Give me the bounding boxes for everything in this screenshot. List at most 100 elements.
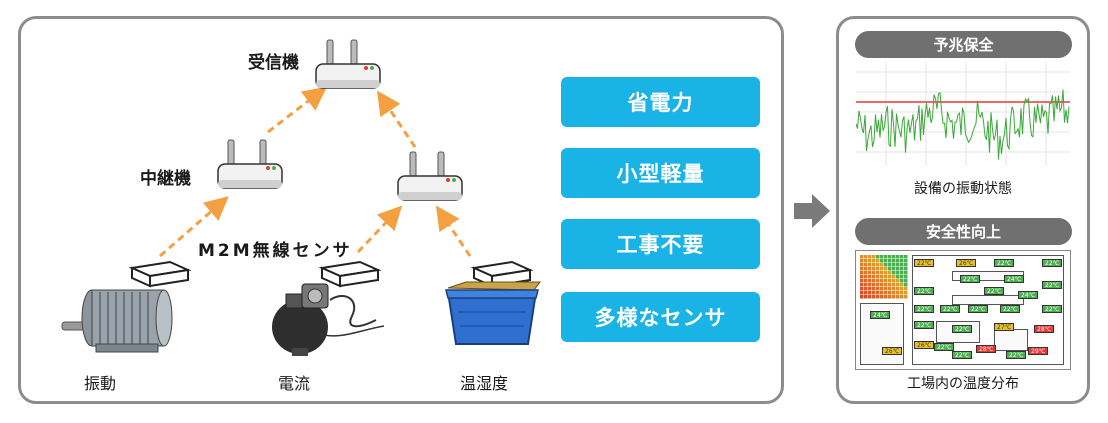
arrow-vibration-to-relay bbox=[159, 196, 229, 258]
heatmap-cell bbox=[880, 283, 884, 287]
heatmap-cell bbox=[892, 275, 896, 279]
temp-tag: 22℃ bbox=[960, 275, 981, 283]
heatmap-cell bbox=[892, 279, 896, 283]
heatmap-cell bbox=[904, 283, 908, 287]
temp-tag: 22℃ bbox=[1000, 305, 1021, 313]
heatmap-cell bbox=[904, 295, 908, 299]
heatmap-cell bbox=[868, 259, 872, 263]
heatmap-cell bbox=[896, 259, 900, 263]
heatmap-cell bbox=[880, 287, 884, 291]
heatmap-cell bbox=[896, 283, 900, 287]
heatmap-area bbox=[860, 255, 908, 299]
motor-icon bbox=[61, 289, 173, 353]
heatmap-cell bbox=[892, 263, 896, 267]
heatmap-cell bbox=[860, 267, 864, 271]
heatmap-cell bbox=[892, 259, 896, 263]
predictive-caption: 設備の振動状態 bbox=[914, 181, 1012, 197]
storage-container-icon bbox=[445, 281, 541, 345]
heatmap-cell bbox=[864, 271, 868, 275]
heatmap-cell bbox=[888, 259, 892, 263]
heatmap-cell bbox=[888, 267, 892, 271]
heatmap-cell bbox=[900, 279, 904, 283]
heatmap-cell bbox=[864, 267, 868, 271]
heatmap-cell bbox=[888, 295, 892, 299]
heatmap-cell bbox=[860, 291, 864, 295]
relay-device-2-icon bbox=[397, 151, 463, 201]
heatmap-cell bbox=[888, 279, 892, 283]
heatmap-cell bbox=[872, 263, 876, 267]
temp-tag: 22℃ bbox=[914, 287, 935, 295]
heatmap-cell bbox=[892, 255, 896, 259]
heatmap-cell bbox=[880, 291, 884, 295]
heatmap-cell bbox=[900, 267, 904, 271]
safety-caption: 工場内の温度分布 bbox=[907, 376, 1019, 392]
heatmap-cell bbox=[868, 283, 872, 287]
heatmap-cell bbox=[876, 259, 880, 263]
heatmap-cell bbox=[892, 267, 896, 271]
heatmap-cell bbox=[904, 279, 908, 283]
arrow-relay-to-receiver bbox=[267, 86, 328, 134]
heatmap-cell bbox=[868, 263, 872, 267]
heatmap-cell bbox=[876, 283, 880, 287]
temp-tag: 22℃ bbox=[984, 287, 1005, 295]
heatmap-cell bbox=[876, 295, 880, 299]
heatmap-cell bbox=[864, 263, 868, 267]
heatmap-cell bbox=[884, 259, 888, 263]
heatmap-cell bbox=[872, 279, 876, 283]
heatmap-cell bbox=[868, 287, 872, 291]
heatmap-cell bbox=[900, 259, 904, 263]
heatmap-cell bbox=[900, 275, 904, 279]
network-label: M2M無線センサ bbox=[198, 241, 353, 261]
heatmap-cell bbox=[896, 271, 900, 275]
heatmap-cell bbox=[884, 279, 888, 283]
feature-various-sensors: 多様なセンサ bbox=[561, 292, 760, 342]
heatmap-cell bbox=[884, 295, 888, 299]
heatmap-cell bbox=[860, 271, 864, 275]
heatmap-cell bbox=[900, 295, 904, 299]
temp-tag: 22℃ bbox=[914, 259, 935, 267]
temp-tag: 22℃ bbox=[952, 351, 973, 359]
heatmap-cell bbox=[904, 291, 908, 295]
temp-tag: 22℃ bbox=[1042, 281, 1063, 289]
receiver-label: 受信機 bbox=[248, 53, 299, 73]
heatmap-cell bbox=[872, 267, 876, 271]
heatmap-cell bbox=[876, 271, 880, 275]
heatmap-cell bbox=[868, 279, 872, 283]
temp-tag: 22℃ bbox=[952, 325, 973, 333]
heatmap-cell bbox=[888, 263, 892, 267]
heatmap-cell bbox=[904, 271, 908, 275]
sensor-label-vibration: 振動 bbox=[84, 374, 117, 393]
heatmap-cell bbox=[900, 291, 904, 295]
heatmap-cell bbox=[872, 255, 876, 259]
heatmap-cell bbox=[880, 255, 884, 259]
feature-compact-light: 小型軽量 bbox=[561, 148, 760, 198]
heatmap-cell bbox=[872, 275, 876, 279]
relay-device-icon bbox=[217, 139, 283, 189]
temp-tag: 28℃ bbox=[1034, 325, 1055, 333]
arrow-current-to-relay2 bbox=[356, 205, 403, 254]
heatmap-cell bbox=[876, 275, 880, 279]
temp-tag: 22℃ bbox=[914, 305, 935, 313]
heatmap-cell bbox=[860, 295, 864, 299]
heatmap-cell bbox=[876, 263, 880, 267]
heatmap-cell bbox=[876, 279, 880, 283]
heatmap-cell bbox=[864, 275, 868, 279]
sensor-label-current: 電流 bbox=[278, 374, 311, 393]
heatmap-cell bbox=[884, 271, 888, 275]
heatmap-cell bbox=[884, 275, 888, 279]
heatmap-cell bbox=[864, 259, 868, 263]
temp-tag: 22℃ bbox=[914, 321, 935, 329]
temp-tag: 24℃ bbox=[1004, 275, 1025, 283]
heatmap-cell bbox=[880, 263, 884, 267]
heatmap-cell bbox=[888, 275, 892, 279]
heatmap-cell bbox=[904, 255, 908, 259]
heatmap-cell bbox=[864, 255, 868, 259]
temp-tag: 26℃ bbox=[914, 341, 935, 349]
heatmap-cell bbox=[872, 295, 876, 299]
arrow-relay2-to-receiver bbox=[376, 90, 417, 148]
sensor-label-temperature: 温湿度 bbox=[460, 374, 509, 393]
heatmap-cell bbox=[884, 255, 888, 259]
